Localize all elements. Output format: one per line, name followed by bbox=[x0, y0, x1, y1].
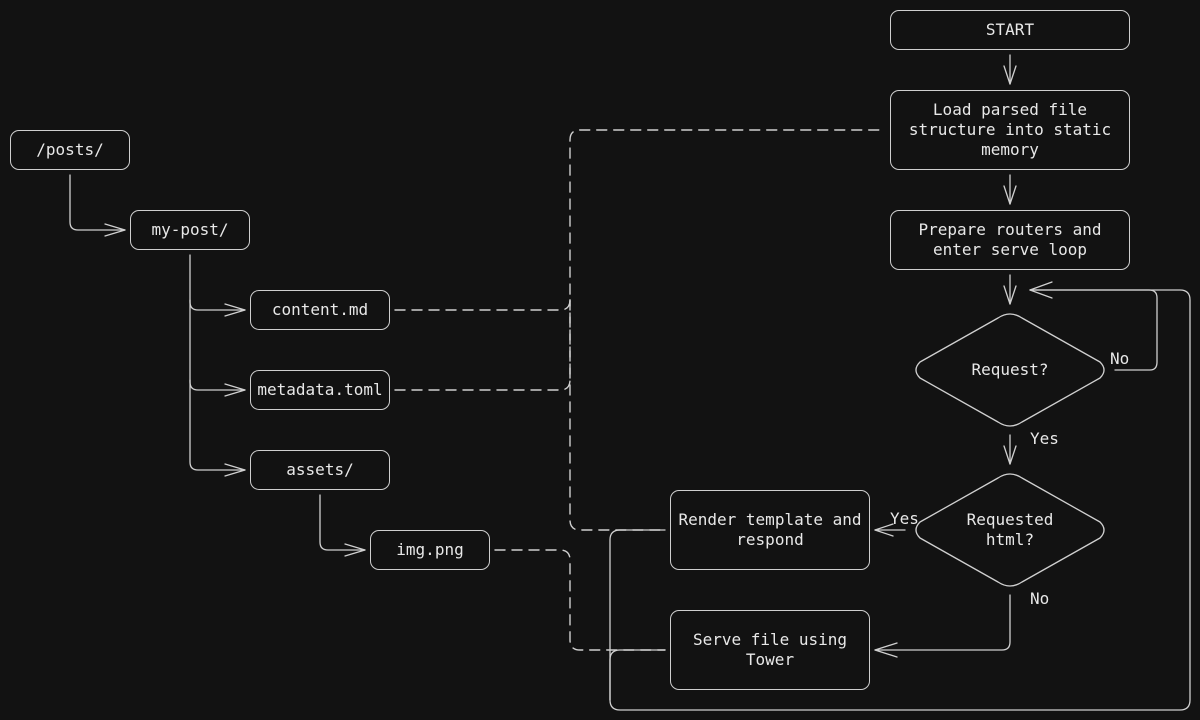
edge-serve-join bbox=[609, 649, 666, 701]
request-decision-diamond bbox=[915, 313, 1105, 427]
arrowhead bbox=[224, 383, 246, 397]
arrowhead bbox=[224, 463, 246, 477]
arrowhead bbox=[1029, 281, 1053, 299]
load-parsed-file-node: Load parsed file structure into static m… bbox=[890, 90, 1130, 170]
arrowhead bbox=[1003, 285, 1017, 305]
arrowhead bbox=[1003, 445, 1017, 465]
edge-posts-to-mypost bbox=[69, 174, 126, 231]
arrowhead bbox=[1003, 185, 1017, 205]
html-yes-label: Yes bbox=[890, 509, 919, 528]
request-decision-label: Request? bbox=[971, 360, 1049, 379]
edge-mypost-to-metadata bbox=[189, 299, 246, 391]
edge-mypost-to-content bbox=[189, 254, 246, 311]
start-node: START bbox=[890, 10, 1130, 50]
render-template-node: Render template and respond bbox=[670, 490, 870, 570]
posts-folder-node: /posts/ bbox=[10, 130, 130, 170]
request-yes-label: Yes bbox=[1030, 429, 1059, 448]
edge-responses-back-to-loop bbox=[609, 289, 1191, 711]
dashed-link-content-to-load bbox=[394, 129, 886, 311]
img-png-node: img.png bbox=[370, 530, 490, 570]
arrowhead bbox=[344, 543, 366, 557]
arrowhead bbox=[874, 642, 898, 658]
prepare-routers-node: Prepare routers and enter serve loop bbox=[890, 210, 1130, 270]
dashed-link-to-render bbox=[569, 299, 666, 531]
serve-file-node: Serve file using Tower bbox=[670, 610, 870, 690]
content-md-node: content.md bbox=[250, 290, 390, 330]
arrowhead bbox=[874, 523, 894, 537]
requested-html-decision-label: Requested html? bbox=[966, 510, 1054, 549]
metadata-toml-node: metadata.toml bbox=[250, 370, 390, 410]
edge-assets-to-img bbox=[319, 494, 366, 551]
request-no-label: No bbox=[1110, 349, 1130, 368]
dashed-link-img-to-serve bbox=[494, 549, 666, 651]
arrowhead bbox=[104, 223, 126, 237]
edge-html-no-to-serve bbox=[874, 594, 1011, 651]
my-post-folder-node: my-post/ bbox=[130, 210, 250, 250]
edge-mypost-to-assets bbox=[189, 379, 246, 471]
arrowhead bbox=[1003, 65, 1017, 85]
arrowhead bbox=[224, 303, 246, 317]
dashed-link-metadata-to-load bbox=[394, 299, 571, 391]
html-no-label: No bbox=[1030, 589, 1050, 608]
requested-html-decision-diamond bbox=[915, 473, 1105, 587]
assets-folder-node: assets/ bbox=[250, 450, 390, 490]
